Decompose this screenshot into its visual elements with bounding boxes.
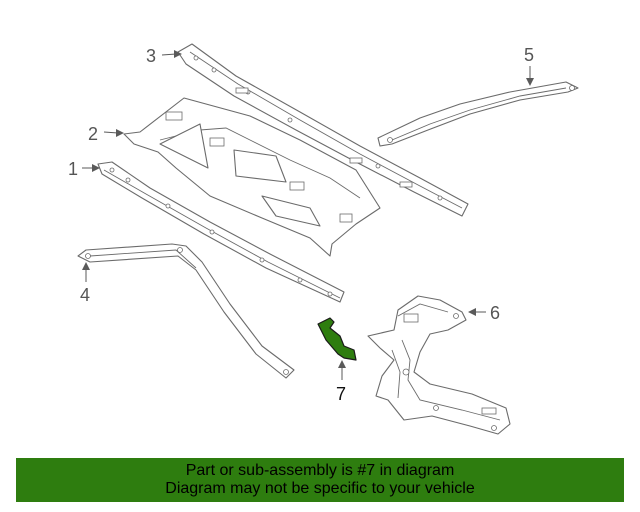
banner-line-1: Part or sub-assembly is #7 in diagram xyxy=(185,462,455,479)
part-1-lower-tie-bar xyxy=(97,161,345,303)
callout-leaders xyxy=(82,50,534,380)
banner-line-2: Diagram may not be specific to your vehi… xyxy=(165,480,475,497)
callout-5: 5 xyxy=(524,45,534,65)
part-5-side-brace xyxy=(377,81,579,147)
callout-6: 6 xyxy=(490,303,500,323)
info-banner: Part or sub-assembly is #7 in diagram Di… xyxy=(16,458,624,502)
callout-2: 2 xyxy=(88,124,98,144)
part-2-center-panel xyxy=(123,97,381,257)
callout-4: 4 xyxy=(80,285,90,305)
callout-7: 7 xyxy=(336,384,346,404)
part-3-upper-tie-bar xyxy=(177,43,469,217)
callout-3: 3 xyxy=(146,46,156,66)
part-6-side-bracket xyxy=(367,295,511,435)
part-7-bracket-highlighted xyxy=(317,317,357,361)
callout-1: 1 xyxy=(68,159,78,179)
part-4-lower-brace xyxy=(77,243,295,379)
parts-diagram: 3 2 1 4 5 6 7 xyxy=(68,43,579,435)
